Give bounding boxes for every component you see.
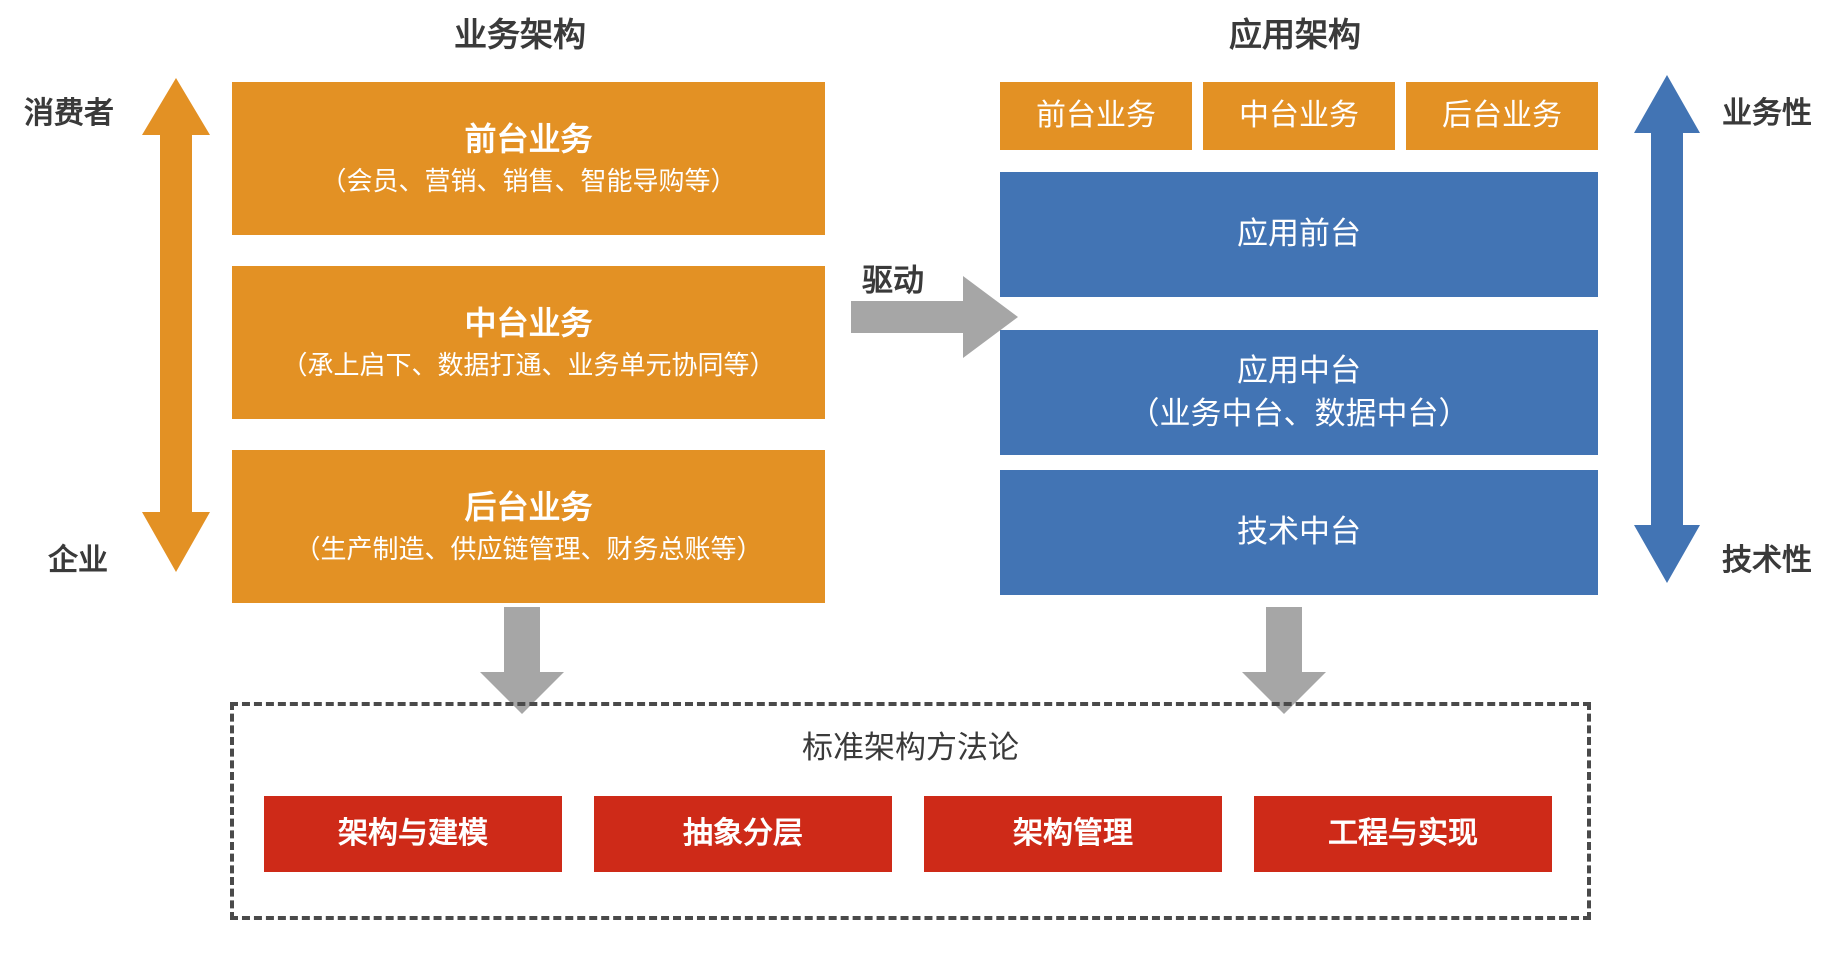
application-chip-middle[interactable]: 中台业务: [1203, 82, 1395, 150]
application-layer-front[interactable]: 应用前台: [1000, 172, 1598, 297]
right-business-technical-arrow-icon: [1634, 75, 1700, 583]
business-layer-back-detail: （生产制造、供应链管理、财务总账等）: [294, 534, 763, 565]
business-layer-middle-detail: （承上启下、数据打通、业务单元协同等）: [281, 350, 776, 381]
methodology-title: 标准架构方法论: [802, 730, 1019, 765]
application-chip-front-label: 前台业务: [1036, 99, 1156, 133]
drive-connector-label: 驱动: [862, 263, 924, 298]
application-chip-back-label: 后台业务: [1442, 99, 1562, 133]
methodology-item-engineering-implementation-label: 工程与实现: [1328, 817, 1478, 851]
left-consumer-enterprise-arrow-icon: [142, 78, 210, 572]
methodology-item-abstraction-layering-label: 抽象分层: [683, 817, 803, 851]
application-architecture-title: 应用架构: [1229, 16, 1361, 53]
methodology-item-architecture-management[interactable]: 架构管理: [924, 796, 1222, 872]
application-layer-front-title: 应用前台: [1237, 216, 1361, 252]
business-architecture-title: 业务架构: [454, 16, 586, 53]
methodology-item-architecture-modeling-label: 架构与建模: [338, 817, 488, 851]
business-layer-front[interactable]: 前台业务 （会员、营销、销售、智能导购等）: [232, 82, 825, 235]
business-to-methodology-arrow-icon: [480, 607, 564, 714]
application-layer-technical-title: 技术中台: [1237, 514, 1361, 550]
application-chip-middle-label: 中台业务: [1239, 99, 1359, 133]
business-layer-front-detail: （会员、营销、销售、智能导购等）: [320, 166, 737, 197]
methodology-item-engineering-implementation[interactable]: 工程与实现: [1254, 796, 1552, 872]
business-layer-middle[interactable]: 中台业务 （承上启下、数据打通、业务单元协同等）: [232, 266, 825, 419]
application-chip-front[interactable]: 前台业务: [1000, 82, 1192, 150]
business-layer-back[interactable]: 后台业务 （生产制造、供应链管理、财务总账等）: [232, 450, 825, 603]
axis-label-business-nature: 业务性: [1722, 97, 1812, 130]
application-chip-back[interactable]: 后台业务: [1406, 82, 1598, 150]
methodology-item-architecture-modeling[interactable]: 架构与建模: [264, 796, 562, 872]
business-layer-middle-title: 中台业务: [464, 304, 593, 341]
methodology-item-abstraction-layering[interactable]: 抽象分层: [594, 796, 892, 872]
axis-label-enterprise: 企业: [48, 544, 108, 577]
application-layer-middle-title: 应用中台: [1237, 353, 1361, 389]
business-layer-front-title: 前台业务: [464, 120, 593, 157]
axis-label-consumer: 消费者: [24, 97, 114, 130]
application-to-methodology-arrow-icon: [1242, 607, 1326, 714]
business-layer-back-title: 后台业务: [464, 488, 593, 525]
methodology-item-architecture-management-label: 架构管理: [1013, 817, 1133, 851]
axis-label-technical-nature: 技术性: [1722, 544, 1812, 577]
application-layer-technical[interactable]: 技术中台: [1000, 470, 1598, 595]
methodology-container: [230, 702, 1591, 920]
application-layer-middle[interactable]: 应用中台 （业务中台、数据中台）: [1000, 330, 1598, 455]
application-layer-middle-detail: （业务中台、数据中台）: [1128, 395, 1470, 431]
